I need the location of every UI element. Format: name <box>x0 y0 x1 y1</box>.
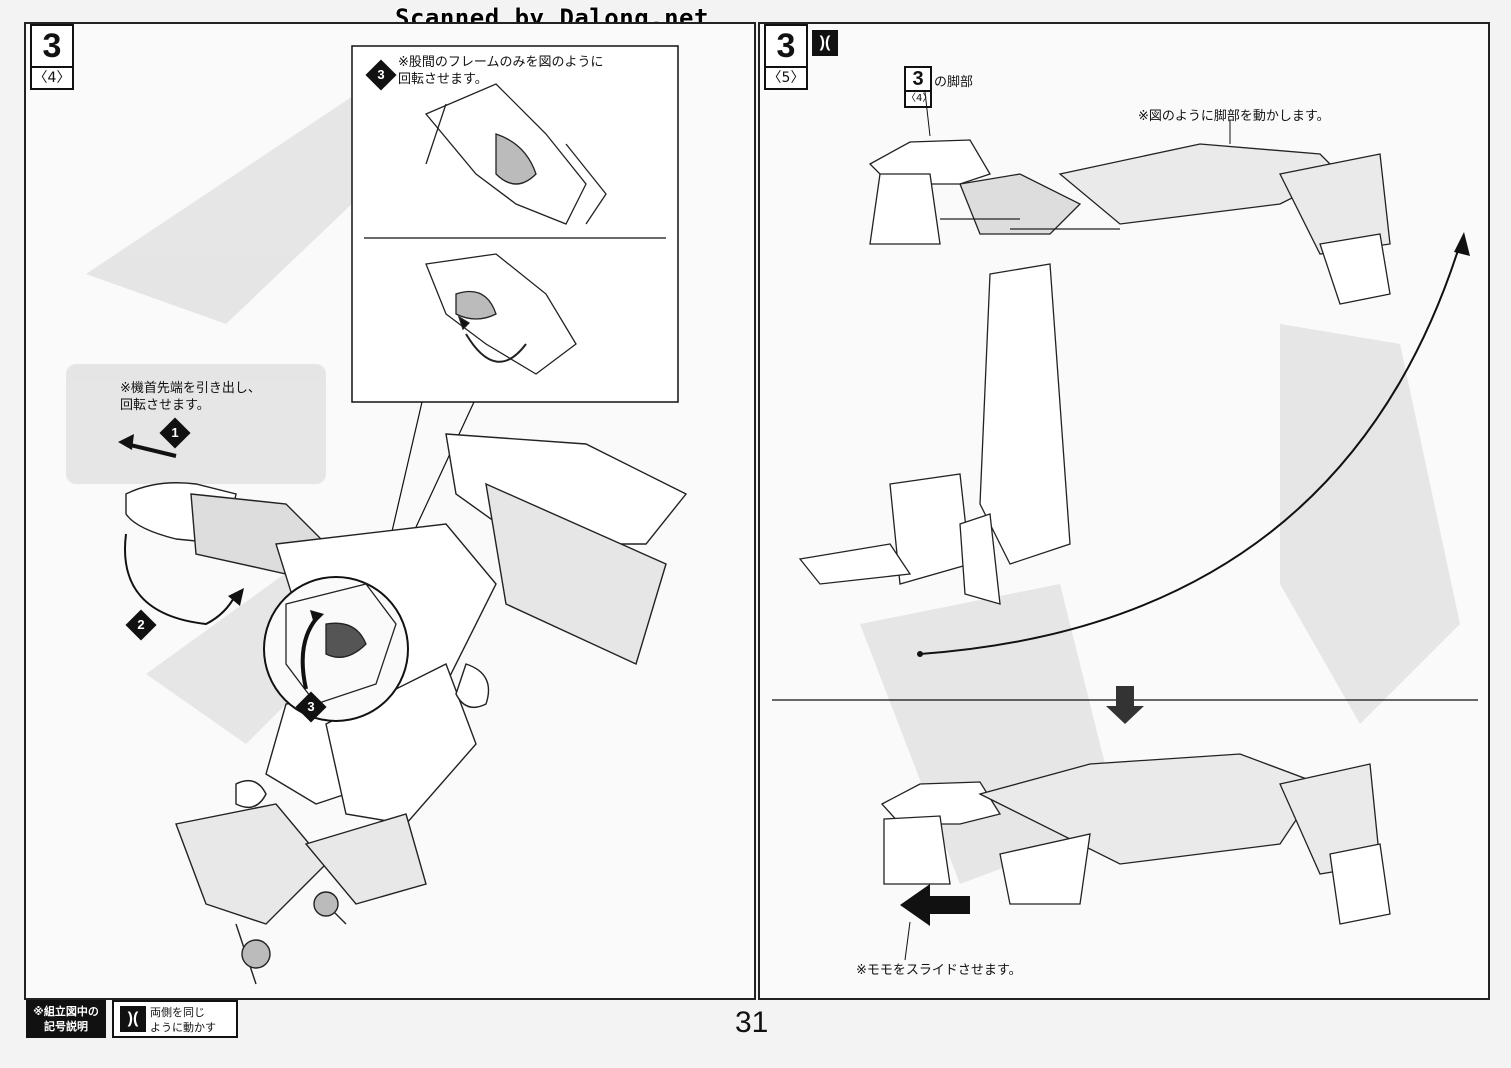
step-number: 3 <box>30 24 74 68</box>
slide-note: ※モモをスライドさせます。 <box>856 963 1022 978</box>
ref-label: の脚部 <box>934 75 974 90</box>
inset-note: ※股間のフレームのみを図のように 回転させます。 <box>398 55 604 87</box>
ref-step-number: 3 <box>904 66 932 92</box>
substep-number: 〈4〉 <box>30 68 74 90</box>
page-number: 31 <box>735 1006 769 1039</box>
step-marker-3: 3 <box>295 691 327 723</box>
legend-label: ※組立図中の 記号説明 <box>26 1000 106 1038</box>
left-panel: 3 〈4〉 <box>24 22 756 1000</box>
step-number: 3 <box>764 24 808 68</box>
substep-number: 〈5〉 <box>764 68 808 90</box>
right-panel: 3 〈5〉 )( 3 〈4〉 の脚部 ※図のように脚部を動かします。 <box>758 22 1490 1000</box>
step-marker-1: 1 <box>159 417 191 449</box>
symmetric-move-icon: )( <box>812 30 838 56</box>
legend-text: 両側を同じ ように動かす <box>150 1006 216 1034</box>
symmetric-move-icon: )( <box>120 1006 146 1032</box>
step-marker-2: 2 <box>125 609 157 641</box>
nose-note: ※機首先端を引き出し、 回転させます。 <box>120 381 261 413</box>
leg-note: ※図のように脚部を動かします。 <box>1138 109 1330 124</box>
inset-step-marker: 3 <box>365 59 397 91</box>
left-illustration <box>66 45 688 985</box>
legend-box: )( 両側を同じ ように動かす <box>112 1000 238 1038</box>
right-illustration <box>772 91 1478 961</box>
